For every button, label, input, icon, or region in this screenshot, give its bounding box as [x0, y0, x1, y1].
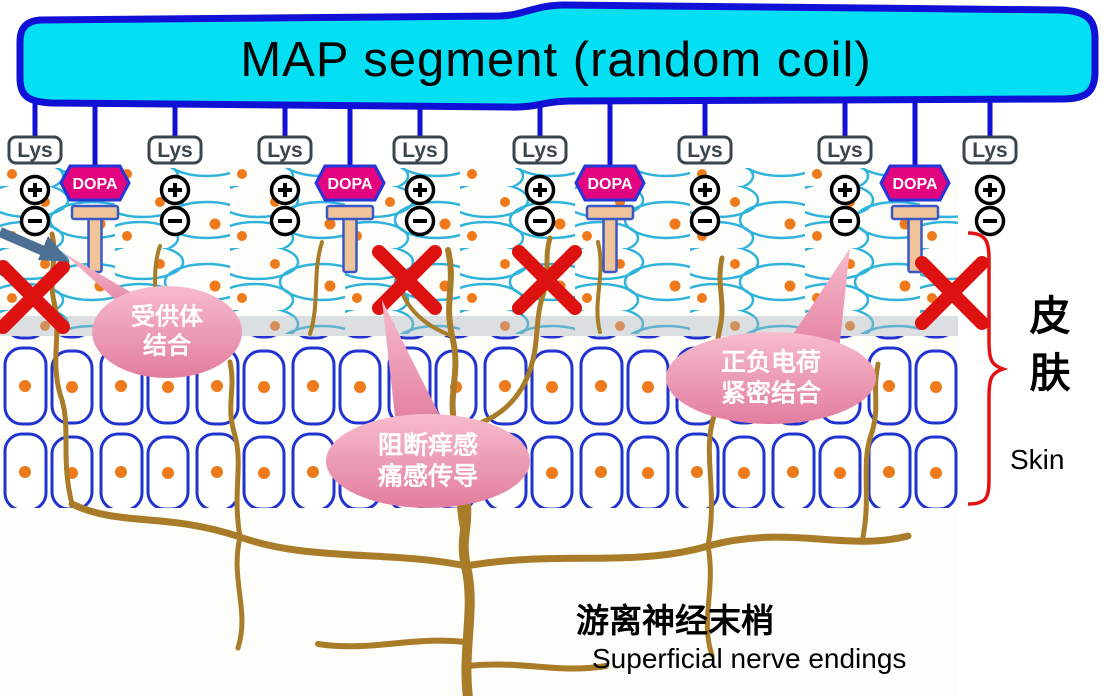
minus-charge-icon	[159, 205, 191, 237]
nerve-branch	[308, 240, 324, 336]
nerve-branch	[463, 661, 609, 672]
plus-charge-icon	[974, 174, 1006, 206]
nerve-label-en: Superficial nerve endings	[592, 643, 907, 674]
banner-shape	[16, 1, 1099, 111]
nerve-branch	[234, 534, 245, 651]
nerve-label-cn: 游离神经末梢	[576, 602, 774, 639]
callout-line: 受供体	[131, 303, 203, 331]
nerve-branch	[859, 361, 881, 545]
lys-label: Lys	[827, 139, 862, 162]
lys-unit: Lys	[147, 100, 203, 237]
callout-block-tail	[382, 300, 446, 428]
callout-bubbles	[62, 248, 876, 508]
t-shape-receptor-icon	[325, 204, 375, 274]
lys-label: Lys	[972, 139, 1007, 162]
callout-line: 痛感传导	[377, 462, 479, 490]
red-x-mark-icon	[372, 245, 442, 315]
nerve-branch	[704, 543, 715, 658]
dopa-label: DOPA	[72, 176, 117, 193]
plus-charge-icon	[159, 174, 191, 206]
plus-charge-icon	[524, 174, 556, 206]
callout-charge-bubble	[666, 332, 876, 424]
callout-charge-tail	[788, 248, 850, 360]
lys-box	[257, 135, 313, 165]
plus-charge-icon	[19, 174, 51, 206]
red-x-mark-icon	[512, 245, 582, 315]
lys-box	[512, 135, 568, 165]
callout-line: 正负电荷	[720, 348, 822, 377]
red-x-mark-icon	[915, 256, 989, 330]
plus-charge-icon	[404, 174, 436, 206]
dopa-label: DOPA	[892, 176, 937, 193]
lys-label: Lys	[402, 139, 437, 162]
callout-block-bubble	[326, 414, 530, 508]
lys-unit: Lys	[962, 100, 1018, 237]
red-x-mark-icon	[0, 260, 70, 334]
callout-line: 紧密结合	[720, 379, 822, 407]
nerve-branch	[227, 359, 243, 540]
lys-box	[147, 135, 203, 165]
banner-ribbon	[16, 1, 1099, 111]
lys-unit: Lys	[392, 100, 448, 237]
t-shape-receptor-icon	[890, 204, 940, 274]
dopa-unit: DOPA	[314, 100, 386, 274]
lys-unit: Lys	[817, 100, 873, 237]
lys-label: Lys	[267, 139, 302, 162]
dopa-label: DOPA	[327, 176, 372, 193]
lys-label: Lys	[157, 139, 192, 162]
dopa-unit: DOPA	[59, 100, 131, 274]
callout-line: 阻断痒感	[377, 431, 479, 460]
lys-box	[392, 135, 448, 165]
dopa-unit: DOPA	[879, 100, 951, 274]
plus-charge-icon	[689, 174, 721, 206]
minus-charge-icon	[524, 205, 556, 237]
lys-unit: Lys	[512, 100, 568, 237]
callout-receptor-text: 受供体 结合	[131, 303, 203, 362]
callout-block-text: 阻断痒感 痛感传导	[378, 431, 478, 492]
lys-box	[7, 135, 63, 165]
minus-charge-icon	[19, 205, 51, 237]
nerve-branch	[595, 240, 603, 334]
skin-label-en: Skin	[1010, 444, 1065, 475]
lys-box	[962, 135, 1018, 165]
lys-label: Lys	[687, 139, 722, 162]
dopa-hexagon	[574, 164, 646, 202]
callout-charge-text: 正负电荷 紧密结合	[721, 348, 821, 409]
lys-label: Lys	[17, 139, 52, 162]
block-marks	[0, 245, 989, 334]
banner-title: MAP segment (random coil)	[240, 33, 872, 87]
minus-charge-icon	[974, 205, 1006, 237]
lys-box	[817, 135, 873, 165]
dopa-hexagon	[314, 164, 386, 202]
plus-charge-icon	[269, 174, 301, 206]
minus-charge-icon	[829, 205, 861, 237]
dopa-hexagon	[879, 164, 951, 202]
nerve-branch	[453, 235, 553, 433]
skin-brace	[967, 231, 1009, 506]
dopa-unit: DOPA	[574, 100, 646, 274]
minus-charge-icon	[689, 205, 721, 237]
minus-charge-icon	[269, 205, 301, 237]
lys-unit: Lys	[677, 100, 733, 237]
lys-box	[677, 135, 733, 165]
dopa-hexagon	[59, 164, 131, 202]
t-shape-receptor-icon	[585, 204, 635, 274]
t-shape-receptor-icon	[70, 204, 120, 274]
callout-receptor-bubble	[92, 286, 242, 378]
plus-charge-icon	[829, 174, 861, 206]
lys-unit: Lys	[7, 100, 63, 237]
dopa-label: DOPA	[587, 176, 632, 193]
nerve-branch	[315, 637, 469, 650]
skin-label-cn: 皮肤	[1023, 294, 1069, 408]
lys-label: Lys	[522, 139, 557, 162]
gray-arrow-icon	[0, 227, 70, 262]
callout-line: 结合	[143, 333, 191, 360]
minus-charge-icon	[404, 205, 436, 237]
